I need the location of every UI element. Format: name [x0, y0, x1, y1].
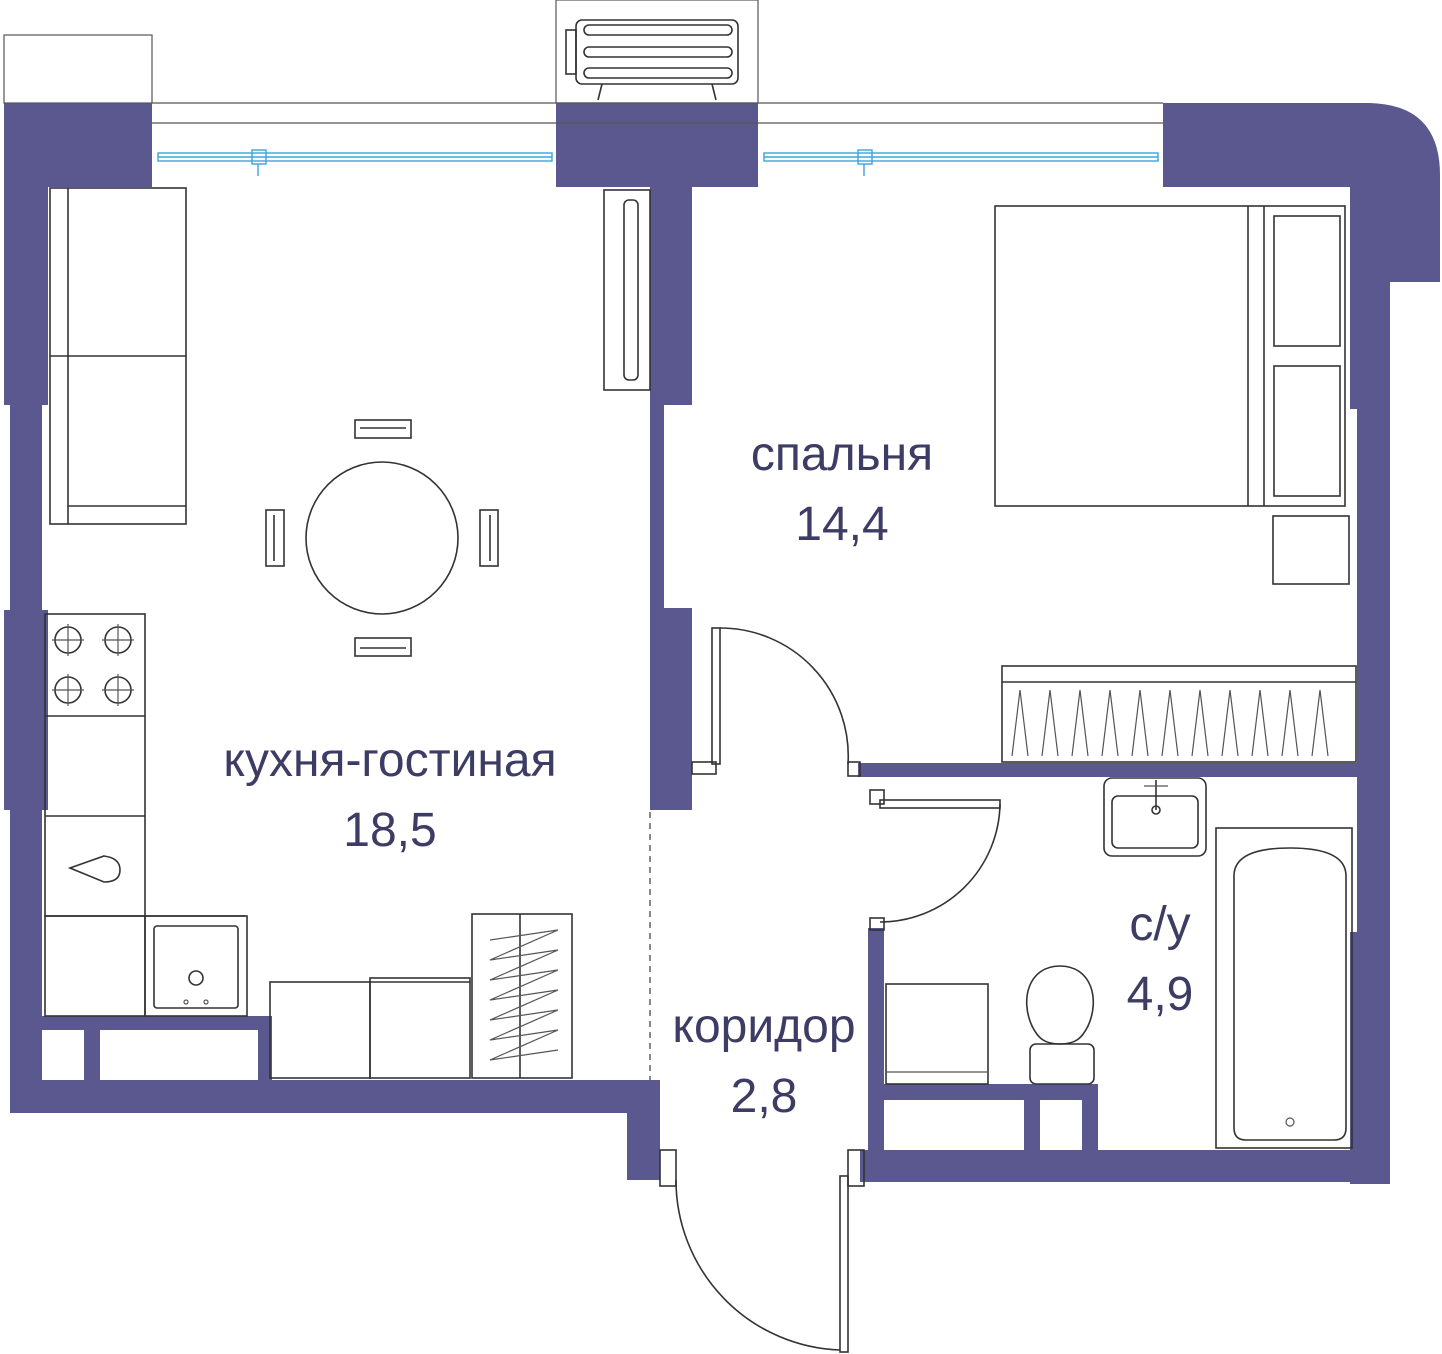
ac-unit-box — [555, 0, 759, 104]
air-conditioner-icon — [565, 19, 739, 101]
wall-bottom-left-post2 — [258, 1016, 272, 1080]
tv-icon — [603, 189, 651, 391]
wall-bath-left — [868, 928, 884, 1150]
wall-entrance-left — [627, 1080, 660, 1180]
toilet-icon — [1025, 965, 1095, 1085]
wall-partition-mid — [650, 405, 664, 610]
wall-right-middle — [1357, 409, 1390, 932]
wall-left-upper — [4, 187, 48, 405]
chair-icon — [265, 419, 499, 657]
dining-table-icon — [305, 461, 459, 615]
wall-left-middle — [10, 405, 42, 610]
wall-bath-niche-post2 — [1082, 1084, 1098, 1150]
door-swing-icon — [659, 627, 1001, 1353]
room-corridor: коридор 2,8 — [672, 1000, 855, 1123]
room-name: кухня-гостиная — [223, 734, 556, 787]
room-area: 4,9 — [1127, 968, 1194, 1021]
wall-partition-top — [650, 187, 692, 405]
wall-bottom-left-niche — [42, 1016, 272, 1030]
wall-top-left — [4, 103, 152, 187]
wall-bath-bottom — [860, 1150, 1390, 1182]
room-name: с/у — [1129, 898, 1190, 951]
room-area: 2,8 — [731, 1070, 798, 1123]
wall-top-middle — [556, 103, 758, 187]
wardrobe-icon — [1001, 665, 1357, 763]
radiator-icon — [471, 913, 573, 1079]
sofa-icon — [49, 187, 187, 525]
balcony — [3, 0, 1163, 124]
washing-machine-icon — [885, 983, 989, 1085]
wardrobe-icon — [269, 977, 471, 1079]
room-area: 18,5 — [343, 804, 436, 857]
wall-bath-top — [858, 763, 1358, 777]
sink-icon — [144, 915, 248, 1017]
wall-right-upper — [1350, 187, 1390, 409]
room-living-kitchen: кухня-гостиная 18,5 — [223, 734, 556, 857]
wall-partition-low — [650, 608, 692, 810]
room-bedroom: спальня 14,4 — [751, 428, 933, 551]
nightstand-icon — [1272, 515, 1350, 585]
window-icon — [157, 149, 1159, 176]
washbasin-icon — [1103, 777, 1207, 857]
room-name: коридор — [672, 1000, 855, 1053]
wall-bath-niche-post — [1024, 1084, 1040, 1150]
wall-right-lower — [1350, 932, 1390, 1184]
wall-bottom-left-post — [84, 1016, 100, 1080]
cooktop-icon — [52, 624, 134, 706]
bathtub-icon — [1215, 827, 1353, 1149]
faucet-icon — [67, 855, 121, 883]
walls — [4, 103, 1440, 1184]
wall-bottom-left — [10, 1080, 660, 1113]
wall-left-stove — [4, 610, 48, 810]
bed-icon — [994, 205, 1346, 507]
wall-top-right-corner — [1163, 103, 1440, 282]
balcony-left-box — [3, 34, 153, 104]
room-area: 14,4 — [795, 498, 888, 551]
wall-left-lower — [10, 810, 42, 1082]
room-bathroom: с/у 4,9 — [1127, 898, 1194, 1021]
wall-bath-niche-top — [868, 1084, 1098, 1100]
room-name: спальня — [751, 428, 933, 481]
